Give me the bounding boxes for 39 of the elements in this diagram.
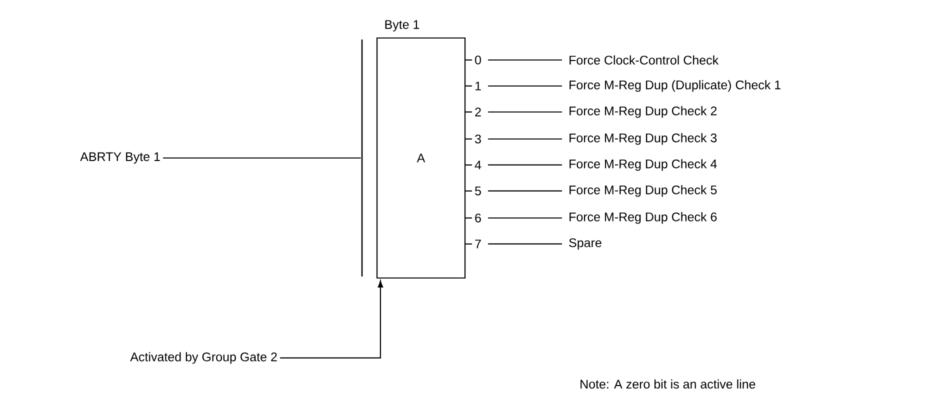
bit-number: 0 xyxy=(475,56,481,64)
register-box: Byte 1 A xyxy=(376,20,466,279)
connector-line xyxy=(466,164,472,166)
bit-number: 5 xyxy=(475,186,481,196)
connector-line xyxy=(466,138,472,140)
connector-line xyxy=(488,85,562,87)
bit-number: 3 xyxy=(475,134,481,144)
connector-line xyxy=(466,243,472,245)
connector-line xyxy=(466,59,472,61)
bit-number: 2 xyxy=(475,108,481,116)
signal-label: Spare xyxy=(569,238,602,250)
connector-line xyxy=(488,190,562,192)
connector-line xyxy=(488,217,562,219)
connector-line xyxy=(163,157,361,159)
connector-line xyxy=(488,138,562,140)
signal-label: Force M-Reg Dup (Duplicate) Check 1 xyxy=(570,80,780,92)
signal-label: Force M-Reg Dup Check 3 xyxy=(570,133,717,145)
signal-label: Force M-Reg Dup Check 2 xyxy=(570,106,717,118)
node-label: Byte 1 xyxy=(385,20,420,32)
note-text: Note: A zero bit is an active line xyxy=(580,379,756,389)
signal-label: Force M-Reg Dup Check 5 xyxy=(570,185,717,197)
connector-line xyxy=(488,111,562,113)
connector-line xyxy=(280,280,384,359)
signal-label: Activated by Group Gate 2 xyxy=(130,352,277,364)
connector-line xyxy=(466,85,472,87)
connector-line xyxy=(488,164,562,166)
connector-line xyxy=(466,190,472,192)
connector-line xyxy=(466,111,472,113)
connector-line xyxy=(466,217,472,219)
connector-line xyxy=(488,243,562,245)
signal-label: Force Clock-Control Check xyxy=(570,55,719,65)
signal-label: Force M-Reg Dup Check 4 xyxy=(570,159,717,171)
connector-line xyxy=(488,59,562,61)
bit-number: 7 xyxy=(475,240,481,248)
signal-label: ABRTY Byte 1 xyxy=(80,152,160,164)
bit-number: 4 xyxy=(474,160,482,170)
bit-number: 6 xyxy=(475,214,481,222)
signal-label: Force M-Reg Dup Check 6 xyxy=(570,212,717,224)
bit-number: 1 xyxy=(476,82,481,90)
